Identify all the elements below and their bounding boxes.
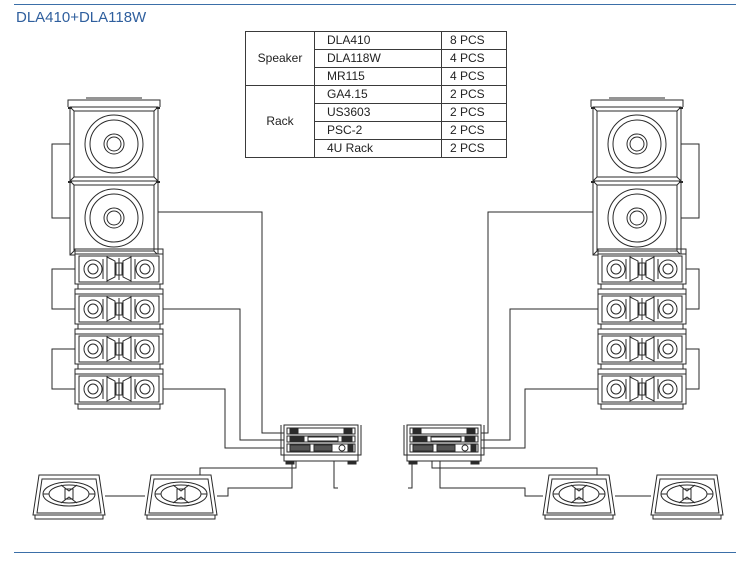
left-speaker-array [67,97,164,410]
left-line-array-4 [74,368,164,410]
right-subwoofer-1 [590,106,684,182]
left-line-array-1 [74,248,164,290]
right-amplifier-rack [403,424,485,465]
left-fly-bar [67,99,161,107]
right-cabling [408,143,700,497]
right-fly-bar [590,99,684,107]
item-name: MR115 [314,67,442,86]
table-row: DLA118W 4 PCS [246,49,507,68]
table-row: US3603 2 PCS [246,103,507,122]
bill-of-materials-table: Speaker DLA410 8 PCS DLA118W 4 PCS MR115… [245,31,507,158]
right-line-array-4 [597,368,687,410]
item-qty: 2 PCS [441,121,507,140]
table-row: Rack GA4.15 2 PCS [245,85,507,158]
monitor-1 [32,474,106,520]
page-title: DLA410+DLA118W [16,9,147,26]
group-label-speaker: Speaker [245,31,315,86]
left-cabling [51,143,338,497]
right-subwoofer-2 [590,180,684,256]
item-qty: 2 PCS [441,139,507,158]
item-name: DLA410 [314,31,442,50]
top-divider [14,4,736,5]
item-qty: 2 PCS [441,103,507,122]
left-subwoofer-2 [67,180,161,256]
monitor-3 [542,474,616,520]
right-speaker-array [590,97,687,410]
item-name: 4U Rack [314,139,442,158]
left-amplifier-rack [280,424,362,465]
monitor-2 [144,474,218,520]
bottom-divider [14,552,736,553]
table-row: 4U Rack 2 PCS [246,139,507,158]
item-name: US3603 [314,103,442,122]
left-subwoofer-1 [67,106,161,182]
monitor-4 [650,474,724,520]
table-row: MR115 4 PCS [246,67,507,86]
right-line-array-1 [597,248,687,290]
right-line-array-2 [597,288,687,330]
right-line-array-3 [597,328,687,370]
left-line-array-2 [74,288,164,330]
group-label-rack: Rack [245,85,315,158]
left-line-array-3 [74,328,164,370]
